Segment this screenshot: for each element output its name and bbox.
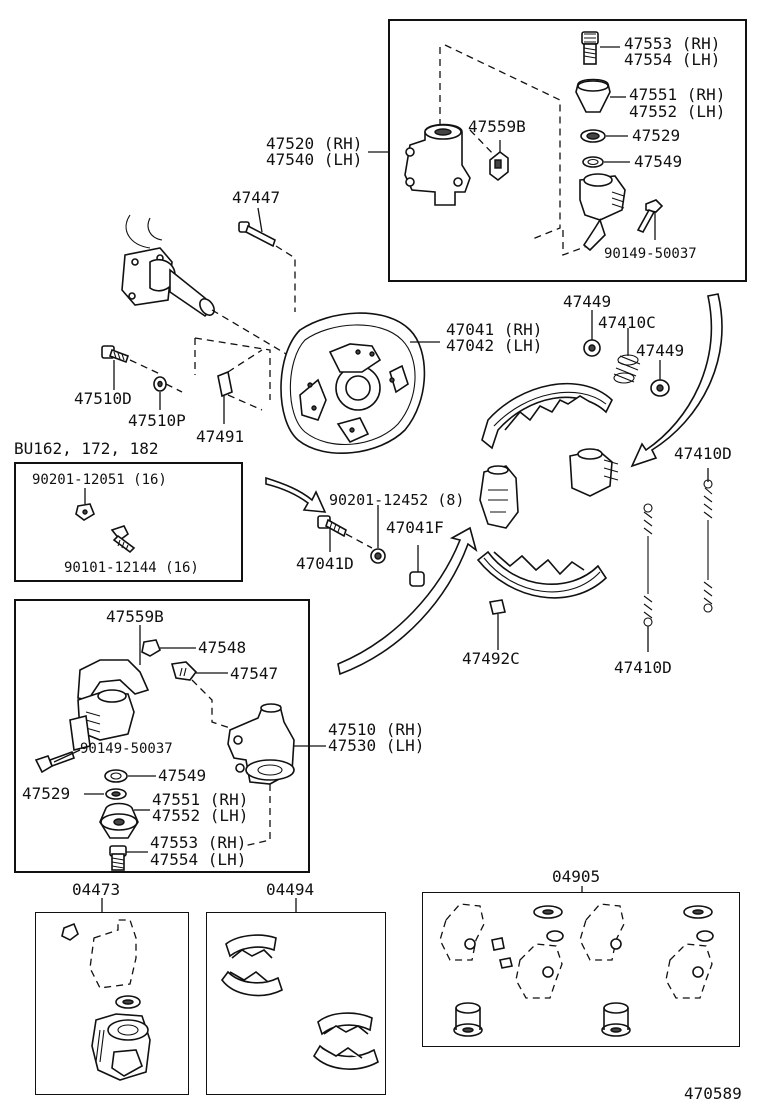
label-47041d: 47041D [296,554,354,573]
label-47529-top: 47529 [632,126,681,145]
label-kit-04494: 04494 [266,880,315,899]
label-47447: 47447 [232,188,281,207]
kit-04473-illustration [61,919,151,1081]
label-47449-b: 47449 [636,341,685,360]
diagram-id: 470589 [684,1084,742,1103]
top-right-callout-box [388,19,747,282]
label-47548: 47548 [198,638,247,657]
label-47553-left: 47553 (RH) [150,833,247,852]
kit-04905-box [422,892,740,1047]
small-hardware-illustration [101,337,271,424]
top-right-leaders [368,46,656,240]
label-47552: 47552 (LH) [629,102,726,121]
label-90101-12144: 90101-12144 (16) [64,560,199,576]
label-47449-a: 47449 [563,292,612,311]
label-kit-04473: 04473 [72,880,121,899]
label-47520: 47520 (RH) [266,134,363,153]
brake-shoe-illustration [476,382,619,650]
label-90149-left: 90149-50037 [80,741,173,757]
kit-04473-box [35,912,189,1095]
spring-set-illustration [583,310,713,652]
big-arrow-bottom-left [337,526,478,676]
bu-callout-box [14,462,243,582]
wheel-cylinder-47510-illustration [34,625,326,871]
wheel-cylinder-47520-illustration [404,31,664,256]
label-47551: 47551 (RH) [629,85,726,104]
left-callout-box [14,599,310,873]
backing-plate-illustration [280,312,440,454]
label-47549-left: 47549 [158,766,207,785]
label-47551-left: 47551 (RH) [152,790,249,809]
label-47559b-left: 47559B [106,607,164,626]
kit-04494-illustration [220,934,379,1070]
label-47559b-top: 47559B [468,117,526,136]
label-kit-04905: 04905 [552,867,601,886]
label-47530-lh: 47530 (LH) [328,736,425,755]
label-90201-12051: 90201-12051 (16) [32,472,167,488]
bolt-47447-illustration [238,207,296,312]
label-47041f: 47041F [386,518,444,537]
kit-04905-illustration [439,903,714,1037]
label-90149-top: 90149-50037 [604,246,697,262]
label-47410d-top: 47410D [674,444,732,463]
bu-hardware-illustration [75,488,136,554]
label-47041: 47041 (RH) [446,320,543,339]
label-47510d: 47510D [74,389,132,408]
label-90201-12452: 90201-12452 (8) [329,491,465,509]
kit-04494-box [206,912,386,1095]
label-47553: 47553 (RH) [624,34,721,53]
label-bu-title: BU162, 172, 182 [14,439,159,458]
label-47554-left: 47554 (LH) [150,850,247,869]
label-47410d-bottom: 47410D [614,658,672,677]
arrow-1 [265,476,327,513]
label-47491: 47491 [196,427,245,446]
label-47042: 47042 (LH) [446,336,543,355]
label-47410c: 47410C [598,313,656,332]
label-47554: 47554 (LH) [624,50,721,69]
label-47540: 47540 (LH) [266,150,363,169]
label-47510p: 47510P [128,411,186,430]
plate-hardware-illustration [317,505,425,587]
label-47547: 47547 [230,664,279,683]
label-47492c: 47492C [462,649,520,668]
label-47529-left: 47529 [22,784,71,803]
label-47510-rh: 47510 (RH) [328,720,425,739]
label-47549-top: 47549 [634,152,683,171]
knuckle-illustration [121,214,331,381]
label-47552-left: 47552 (LH) [152,806,249,825]
big-arrow-top-right [630,293,723,468]
